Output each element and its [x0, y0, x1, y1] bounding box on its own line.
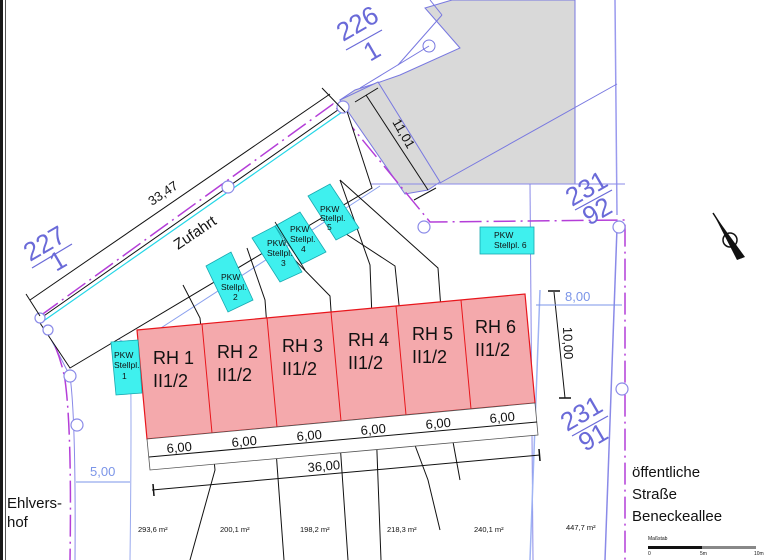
width-rh6: 6,00	[489, 409, 516, 426]
scale-bar-title: Maßstab	[648, 536, 668, 542]
plot-area-rh3: 198,2 m²	[300, 525, 330, 534]
depth-value: 10,00	[560, 327, 576, 360]
house-name: RH 6	[475, 317, 516, 337]
width-rh1: 6,00	[166, 439, 193, 456]
house-name: RH 1	[153, 348, 194, 368]
width-rh4: 6,00	[360, 421, 387, 438]
house-name: RH 3	[282, 336, 323, 356]
parking-label: 3	[281, 258, 286, 268]
parking-label: PKW	[320, 204, 339, 214]
scale-bar: Maßstab 0 5m 10m	[648, 536, 764, 557]
parking-spot-4[interactable]: PKW Stellpl. 4	[274, 211, 327, 271]
neighbor-building	[339, 0, 618, 216]
parcel-number-top: 226	[331, 0, 384, 47]
plot-area-rh2: 200,1 m²	[220, 525, 250, 534]
scale-tick: 5m	[700, 551, 707, 557]
parking-label: Stellpl. 6	[494, 240, 527, 250]
plot-area-rh6: 447,7 m²	[566, 523, 596, 532]
house-storeys: II1/2	[282, 359, 317, 379]
parcel-227-1: 227 1	[18, 220, 73, 277]
parking-label: 4	[301, 244, 306, 254]
frame-border-inner	[5, 0, 6, 560]
parking-label: 1	[122, 371, 127, 381]
width-rh2: 6,00	[231, 433, 258, 450]
width-rh3: 6,00	[296, 427, 323, 444]
parking-label: 2	[233, 292, 238, 302]
scale-tick: 10m	[754, 551, 764, 557]
plot-area-rh1: 293,6 m²	[138, 525, 168, 534]
street-label-left: Ehlvers- hof	[7, 495, 62, 531]
street-label-line: Ehlvers-	[7, 495, 62, 512]
parking-label: Stellpl.	[267, 248, 293, 258]
parking-label: PKW	[494, 230, 513, 240]
house-storeys: II1/2	[348, 353, 383, 373]
house-storeys: II1/2	[153, 371, 188, 391]
total-width: 36,00	[307, 457, 341, 475]
parking-label: Stellpl.	[114, 360, 140, 370]
house-width-dimensions: 6,00 6,00 6,00 6,00 6,00 6,00 36,00	[146, 402, 541, 497]
house-storeys: II1/2	[217, 365, 252, 385]
house-name: RH 5	[412, 324, 453, 344]
north-arrow-icon	[712, 212, 745, 260]
parking-label: 5	[327, 222, 332, 232]
street-label-line: öffentliche	[632, 464, 700, 481]
house-name: RH 4	[348, 330, 389, 350]
setback-left-value: 5,00	[90, 464, 115, 479]
road-length-value: 33,47	[145, 178, 180, 209]
parking-label: PKW	[290, 224, 309, 234]
plot-areas: 293,6 m² 200,1 m² 198,2 m² 218,3 m² 240,…	[138, 523, 596, 534]
scale-tick: 0	[648, 551, 651, 557]
plot-area-rh5: 240,1 m²	[474, 525, 504, 534]
setback-right-value: 8,00	[565, 289, 590, 304]
access-road: Zufahrt	[34, 100, 629, 432]
parking-label: PKW	[114, 350, 133, 360]
street-label-line: Beneckeallee	[632, 508, 722, 525]
house-storeys: II1/2	[412, 347, 447, 367]
parcel-226-1: 226 1	[331, 0, 386, 67]
house-name: RH 2	[217, 342, 258, 362]
house-rh5[interactable]: RH 5 II1/2	[412, 324, 453, 367]
house-rh3[interactable]: RH 3 II1/2	[282, 336, 323, 379]
parking-label: Stellpl.	[290, 234, 316, 244]
parcel-231-91: 231 91	[555, 390, 613, 458]
parking-label: PKW	[221, 272, 240, 282]
house-storeys: II1/2	[475, 340, 510, 360]
parking-label: PKW	[267, 238, 286, 248]
parking-spots: PKW Stellpl. 1 PKW Stellpl. 2 PKW Stellp…	[110, 183, 535, 396]
parking-spot-6[interactable]: PKW Stellpl. 6	[479, 226, 535, 255]
parking-label: Stellpl.	[221, 282, 247, 292]
parking-spot-5[interactable]: PKW Stellpl. 5	[307, 183, 360, 241]
parking-label: Stellpl.	[320, 213, 346, 223]
parking-spot-2[interactable]: PKW Stellpl. 2	[205, 251, 254, 313]
parcel-number-bottom: 1	[44, 244, 72, 277]
parking-spot-3[interactable]: PKW Stellpl. 3	[251, 225, 303, 283]
street-label-right: öffentliche Straße Beneckeallee	[632, 464, 722, 525]
house-rh2[interactable]: RH 2 II1/2	[217, 342, 258, 385]
dimension-setback-left: 5,00	[76, 464, 130, 483]
house-rh6[interactable]: RH 6 II1/2	[475, 317, 516, 360]
house-rh1[interactable]: RH 1 II1/2	[153, 348, 194, 391]
row-houses: RH 1 II1/2 RH 2 II1/2 RH 3 II1/2 RH 4 II…	[136, 293, 536, 440]
frame-border	[0, 0, 3, 560]
parcel-number-bottom: 1	[358, 34, 386, 67]
parking-spot-1[interactable]: PKW Stellpl. 1	[110, 339, 143, 396]
house-rh4[interactable]: RH 4 II1/2	[348, 330, 389, 373]
dimension-depth: 10,00	[548, 290, 576, 399]
parcel-boundaries	[41, 183, 625, 560]
street-label-line: Straße	[632, 486, 677, 503]
street-label-line: hof	[7, 514, 29, 531]
width-rh5: 6,00	[425, 415, 452, 432]
dimension-setback-right: 8,00	[536, 289, 622, 306]
plot-area-rh4: 218,3 m²	[387, 525, 417, 534]
